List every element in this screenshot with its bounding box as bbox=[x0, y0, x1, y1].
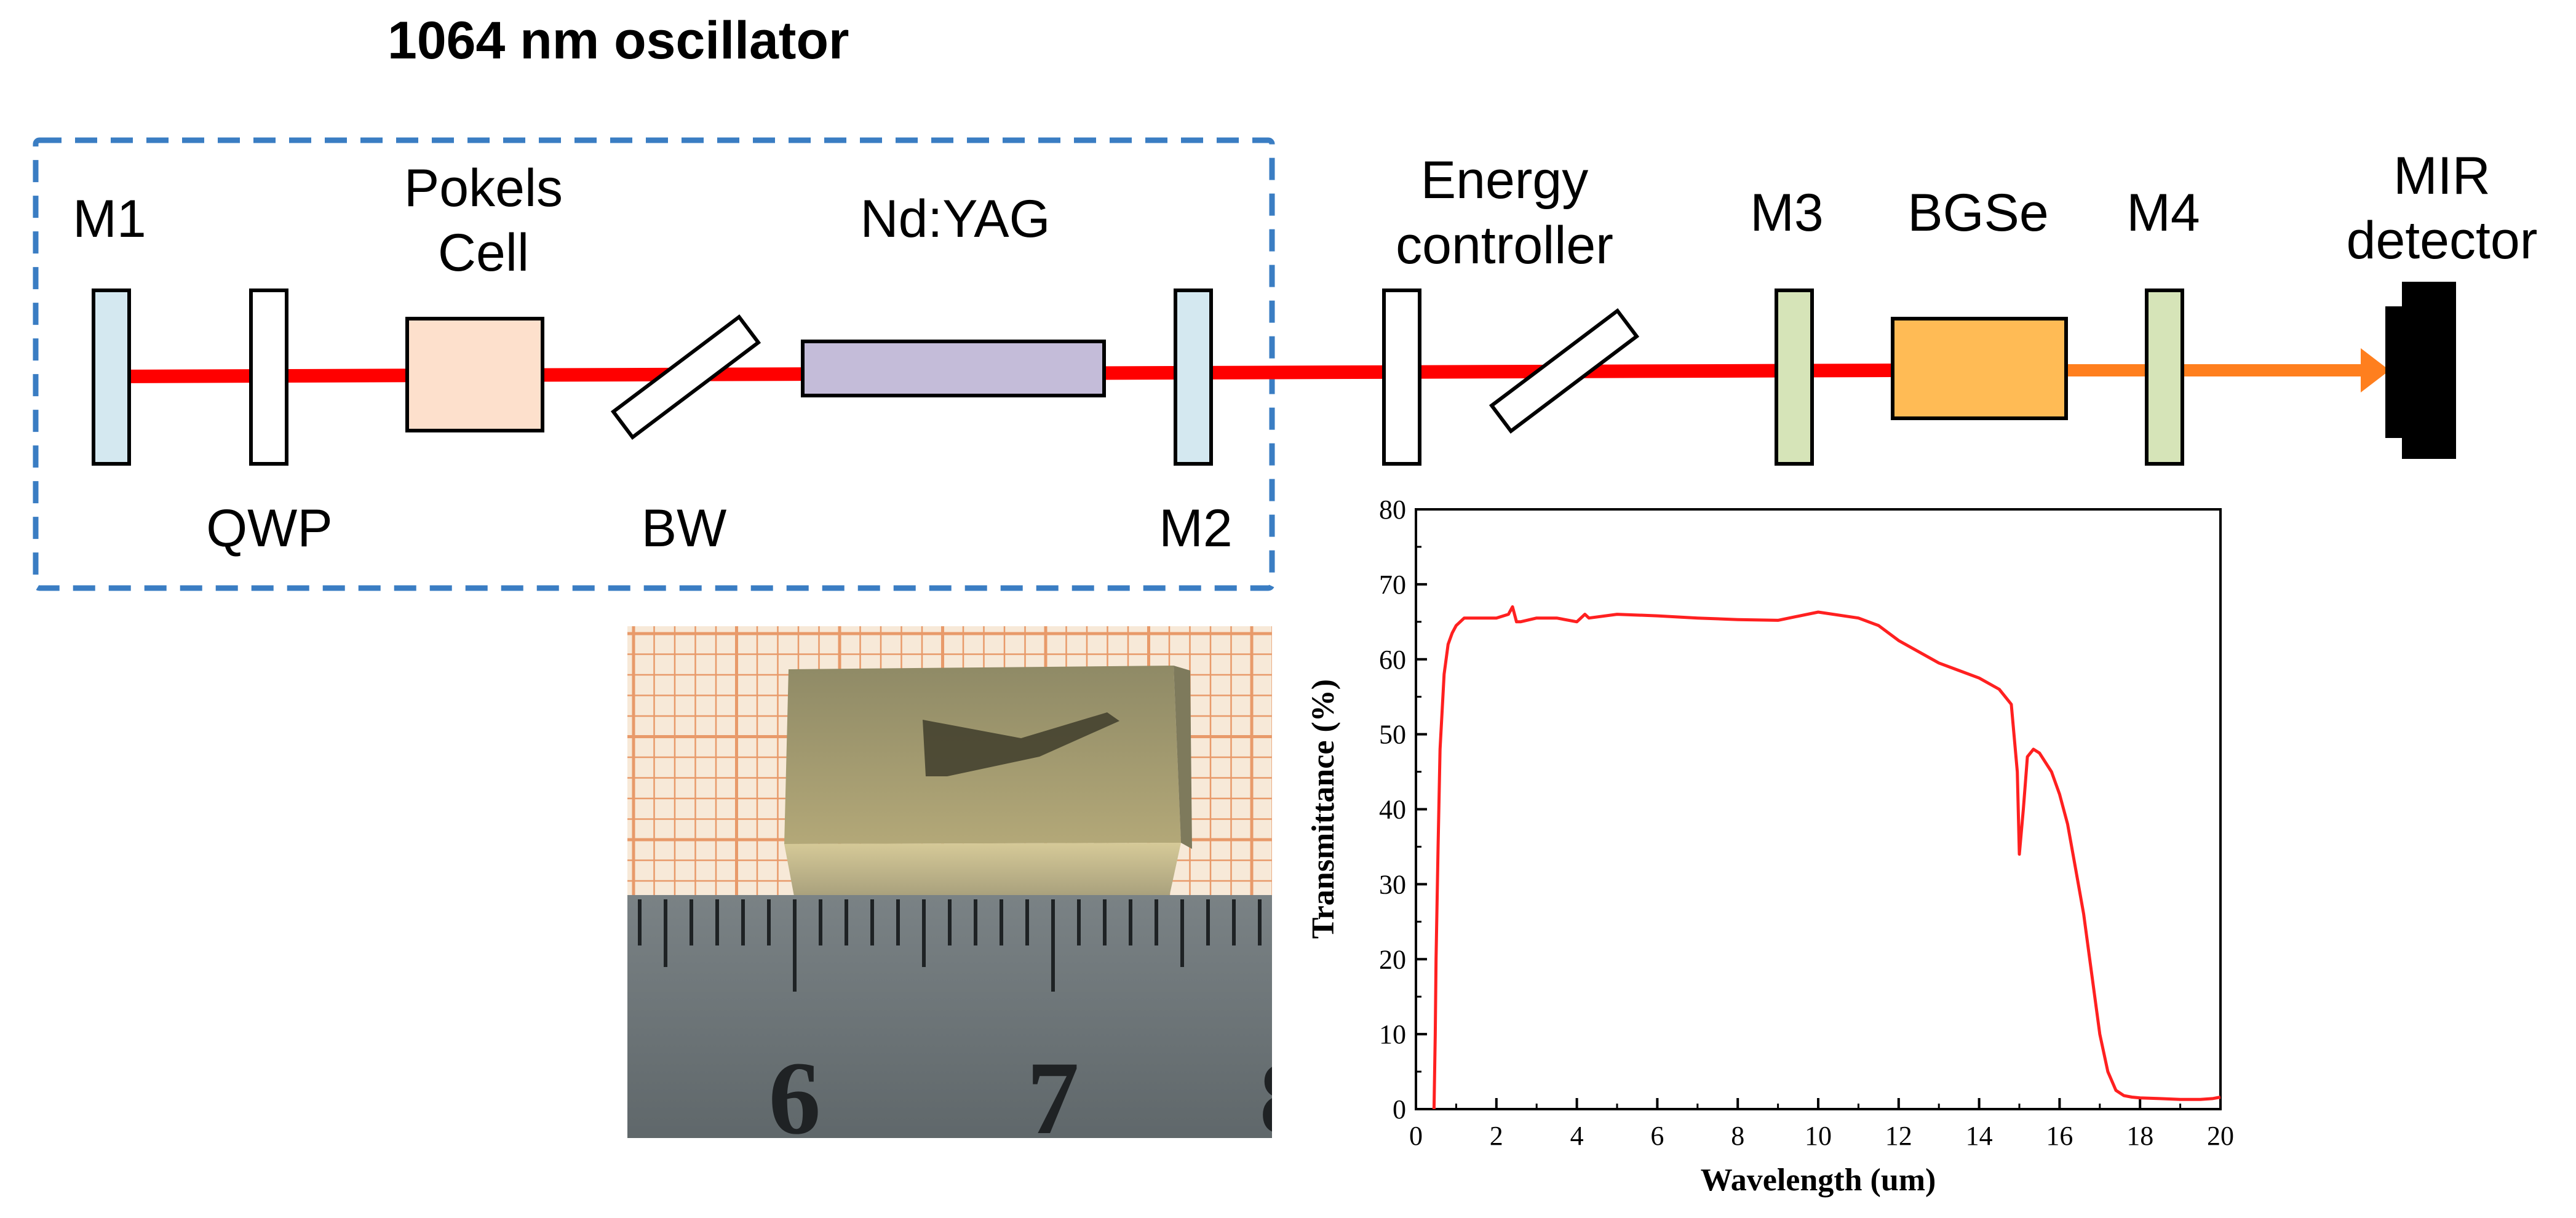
mirror-m2 bbox=[1174, 289, 1213, 466]
x-tick-label: 0 bbox=[1409, 1121, 1423, 1151]
label-ndyag: Nd:YAG bbox=[860, 189, 1050, 249]
optical-setup-diagram: 1064 nm oscillator M1 QWP Pokels Cell BW… bbox=[33, 11, 2538, 591]
y-tick-label: 40 bbox=[1379, 795, 1406, 825]
ruler-ticks bbox=[638, 899, 1262, 992]
transmittance-curve bbox=[1432, 605, 2221, 1110]
ruler-number-6: 6 bbox=[769, 1040, 821, 1156]
y-tick-label: 20 bbox=[1379, 944, 1406, 974]
y-tick-label: 50 bbox=[1379, 720, 1406, 750]
label-mir: MIR bbox=[2393, 146, 2491, 205]
x-tick-label: 6 bbox=[1650, 1121, 1664, 1151]
bgse-crystal bbox=[1891, 317, 2068, 420]
label-pokels: Pokels bbox=[404, 159, 563, 218]
x-tick-label: 18 bbox=[2126, 1121, 2153, 1151]
crystal-block-side bbox=[784, 843, 1181, 899]
brewster-window bbox=[610, 314, 761, 440]
label-bw: BW bbox=[642, 499, 727, 558]
y-tick-label: 30 bbox=[1379, 869, 1406, 899]
mirror-m4 bbox=[2145, 289, 2184, 466]
x-tick-label: 20 bbox=[2207, 1121, 2234, 1151]
y-tick-label: 10 bbox=[1379, 1019, 1406, 1049]
transmittance-chart: 0 2 4 6 8 10 12 14 16 18 20 0 10 20 30 40 50 60 70 80 Wavel… bbox=[1306, 495, 2234, 1198]
label-detector: detector bbox=[2347, 211, 2538, 270]
x-tick-label: 14 bbox=[1966, 1121, 1993, 1151]
chart-ylabel: Transmittance (%) bbox=[1306, 679, 1341, 939]
chart-xlabel: Wavelength (um) bbox=[1701, 1163, 1936, 1198]
label-m4: M4 bbox=[2126, 183, 2200, 242]
label-m1: M1 bbox=[73, 189, 146, 249]
label-m2: M2 bbox=[1159, 499, 1232, 558]
x-tick-label: 2 bbox=[1490, 1121, 1503, 1151]
y-tick-label: 0 bbox=[1393, 1094, 1406, 1124]
x-tick-label: 10 bbox=[1805, 1121, 1832, 1151]
ruler-number-8: 8 bbox=[1260, 1040, 1312, 1156]
pokels-cell bbox=[405, 317, 544, 432]
crystal-mark bbox=[923, 712, 1119, 776]
x-tick-label: 12 bbox=[1885, 1121, 1912, 1151]
chart-plot-area bbox=[1415, 508, 2222, 1110]
label-bgse: BGSe bbox=[1907, 183, 2048, 242]
oscillator-title: 1064 nm oscillator bbox=[388, 11, 849, 70]
x-tick-label: 4 bbox=[1570, 1121, 1584, 1151]
label-cell: Cell bbox=[438, 223, 529, 282]
mirror-m3 bbox=[1775, 289, 1814, 466]
label-controller: controller bbox=[1396, 216, 1613, 275]
x-tick-label: 16 bbox=[2046, 1121, 2073, 1151]
label-m3: M3 bbox=[1750, 183, 1823, 242]
mir-detector-icon bbox=[2385, 282, 2456, 459]
oscillator-dashed-box bbox=[33, 137, 1275, 591]
y-tick-label: 70 bbox=[1379, 570, 1406, 600]
label-energy: Energy bbox=[1421, 151, 1589, 210]
mirror-m1 bbox=[92, 289, 131, 466]
crystal-photo: 6 7 8 bbox=[627, 626, 1312, 1156]
x-tick-label: 8 bbox=[1731, 1121, 1744, 1151]
beam-arrowhead bbox=[2361, 348, 2390, 392]
y-tick-label: 60 bbox=[1379, 645, 1406, 675]
ruler-number-7: 7 bbox=[1027, 1040, 1079, 1156]
energy-controller-polarizer bbox=[1489, 308, 1640, 434]
chart-ticks: 0 2 4 6 8 10 12 14 16 18 20 0 10 20 30 40 50 60 70 80 bbox=[1379, 495, 2234, 1151]
ndyag-rod bbox=[801, 340, 1106, 397]
crystal-block-right-side bbox=[1174, 666, 1192, 849]
y-tick-label: 80 bbox=[1379, 495, 1406, 525]
quarter-wave-plate bbox=[249, 289, 288, 466]
label-qwp: QWP bbox=[206, 499, 332, 558]
energy-controller-plate bbox=[1382, 289, 1421, 466]
